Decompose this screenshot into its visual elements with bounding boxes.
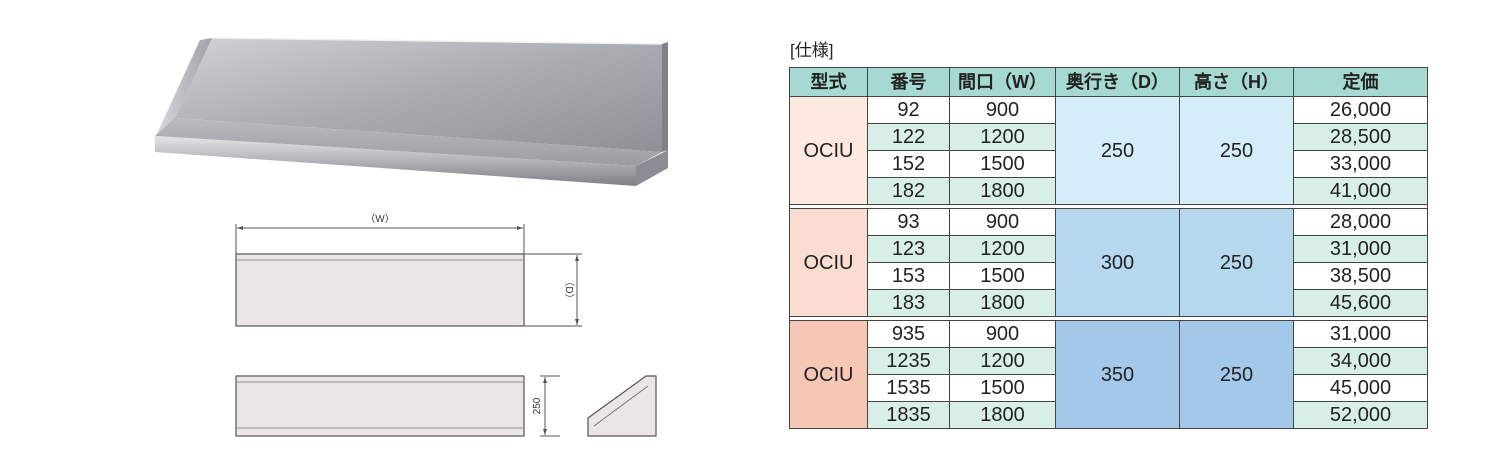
- spec-title: [仕様]: [790, 41, 834, 60]
- price-cell: 45,000: [1293, 374, 1428, 402]
- table-row: OCIU 93 900 300 250 28,000: [789, 208, 1428, 317]
- table-row: 153 1500 38,500: [790, 262, 1428, 290]
- depth-cell: 350: [1055, 320, 1180, 429]
- header-number: 番号: [867, 67, 950, 97]
- header-width: 間口（W）: [949, 67, 1056, 97]
- number-cell: 122: [867, 123, 950, 151]
- number-cell: 153: [867, 262, 950, 290]
- width-cell: 1800: [949, 289, 1056, 317]
- dim-width-label: （W）: [365, 213, 394, 225]
- price-cell: 41,000: [1293, 177, 1428, 205]
- side-view-drawing: [235, 375, 657, 437]
- width-cell: 1500: [949, 262, 1056, 290]
- price-cell: 38,500: [1293, 262, 1428, 290]
- model-cell: OCIU: [789, 208, 868, 317]
- header-model: 型式: [789, 67, 868, 97]
- front-view-drawing: [235, 224, 582, 327]
- number-cell: 182: [867, 177, 950, 205]
- number-cell: 123: [867, 235, 950, 263]
- dim-depth-label: （D）: [563, 276, 575, 303]
- price-cell: 33,000: [1293, 150, 1428, 178]
- depth-cell: 300: [1055, 208, 1180, 317]
- number-cell: 1235: [867, 347, 950, 375]
- depth-cell: 250: [1055, 96, 1180, 205]
- width-cell: 900: [949, 320, 1056, 348]
- price-cell: 34,000: [1293, 347, 1428, 375]
- price-cell: 31,000: [1293, 235, 1428, 263]
- price-cell: 28,500: [1293, 123, 1428, 151]
- header-depth: 奥行き（D）: [1055, 67, 1180, 97]
- width-cell: 900: [949, 96, 1056, 124]
- price-cell: 52,000: [1293, 401, 1428, 429]
- model-cell: OCIU: [789, 320, 868, 429]
- width-cell: 1500: [949, 374, 1056, 402]
- model-cell: OCIU: [789, 96, 868, 205]
- price-cell: 31,000: [1293, 320, 1428, 348]
- header-height: 高さ（H）: [1179, 67, 1294, 97]
- width-cell: 1800: [949, 177, 1056, 205]
- header-price: 定価: [1293, 67, 1428, 97]
- width-cell: 900: [949, 208, 1056, 236]
- width-cell: 1200: [949, 123, 1056, 151]
- spec-table: 型式 番号 間口（W） 奥行き（D） 高さ（H） 定価 OCIU 92 900 …: [789, 67, 1428, 429]
- number-cell: 1535: [867, 374, 950, 402]
- product-figure: （W） （D） 250: [155, 37, 668, 437]
- height-cell: 250: [1179, 320, 1294, 429]
- price-cell: 45,600: [1293, 289, 1428, 317]
- price-cell: 28,000: [1293, 208, 1428, 236]
- table-row: 182 1800 41,000: [790, 177, 1428, 205]
- width-cell: 1200: [949, 347, 1056, 375]
- table-row: 122 1200 28,500: [790, 123, 1428, 151]
- product-photo: [155, 37, 668, 186]
- number-cell: 183: [867, 289, 950, 317]
- table-row: OCIU 935 900 350 250 31,000: [789, 320, 1428, 429]
- height-cell: 250: [1179, 96, 1294, 205]
- dim-height-label: 250: [532, 397, 543, 414]
- height-cell: 250: [1179, 208, 1294, 317]
- width-cell: 1800: [949, 401, 1056, 429]
- number-cell: 93: [867, 208, 950, 236]
- table-row: 152 1500 33,000: [790, 150, 1428, 178]
- price-cell: 26,000: [1293, 96, 1428, 124]
- table-row: OCIU 92 900 250 250 26,000: [789, 96, 1428, 205]
- width-cell: 1200: [949, 235, 1056, 263]
- spec-header-row: 型式 番号 間口（W） 奥行き（D） 高さ（H） 定価: [789, 67, 1428, 97]
- width-cell: 1500: [949, 150, 1056, 178]
- table-row: 1835 1800 52,000: [790, 401, 1428, 429]
- number-cell: 92: [867, 96, 950, 124]
- number-cell: 935: [867, 320, 950, 348]
- number-cell: 1835: [867, 401, 950, 429]
- number-cell: 152: [867, 150, 950, 178]
